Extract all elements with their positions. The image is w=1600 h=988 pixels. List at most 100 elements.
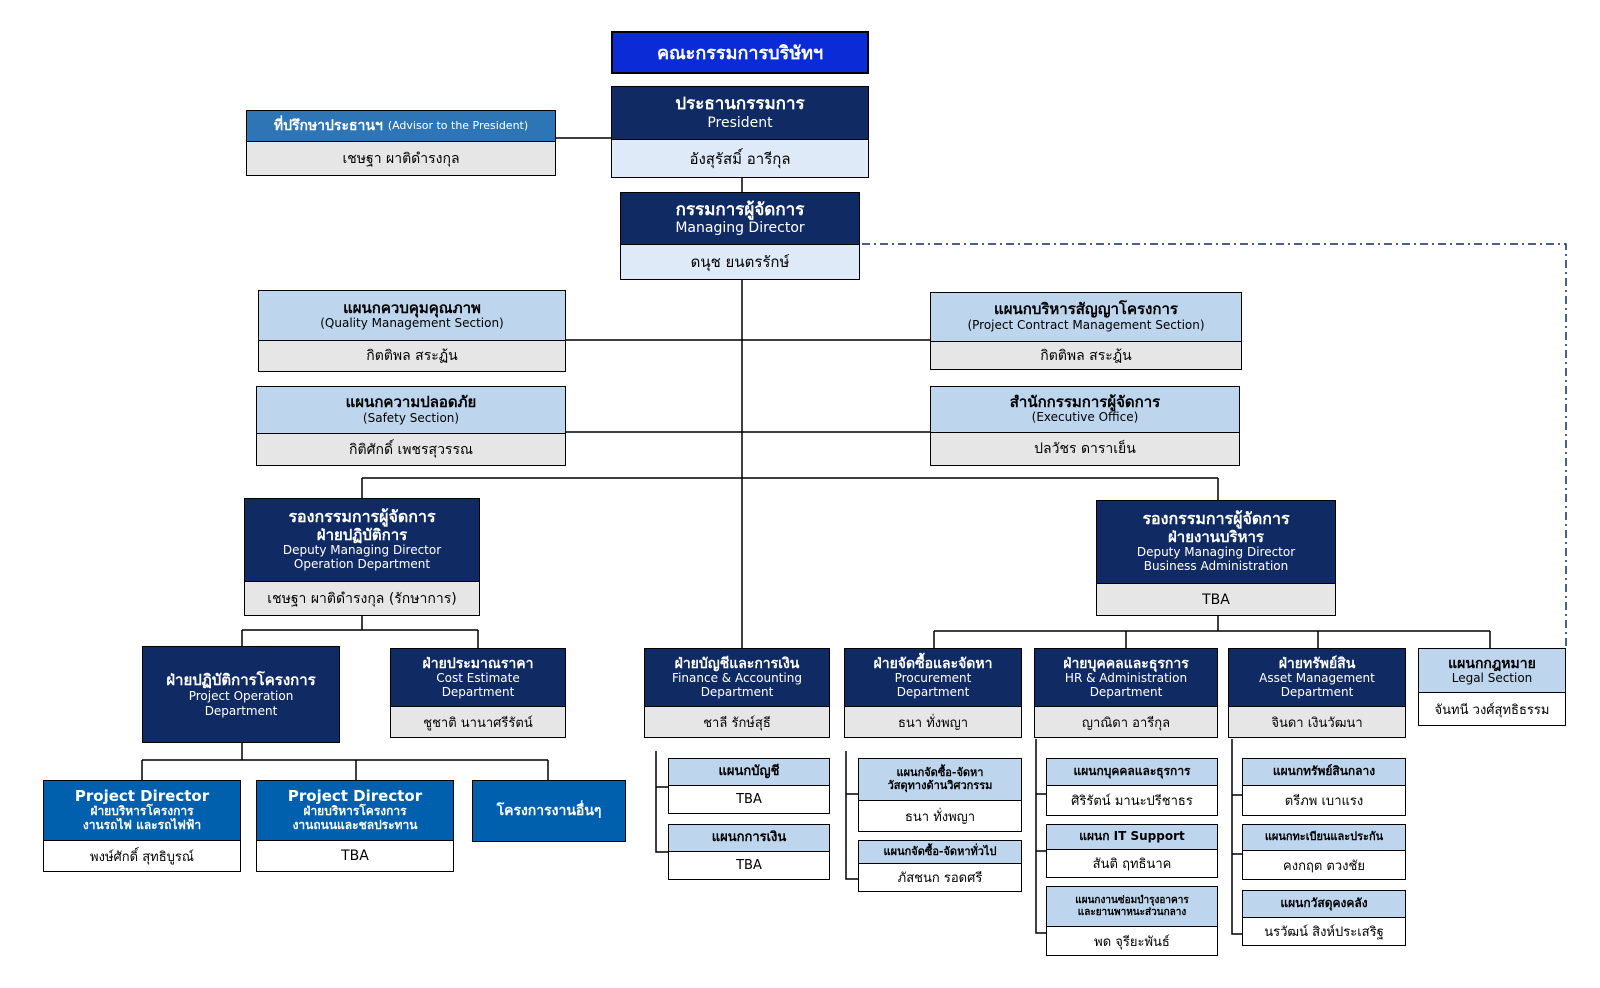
asset-sub1: Asset Management bbox=[1259, 670, 1375, 685]
hr-section-box: แผนกบุคคลและธุรการ ศิริรัตน์ มานะปรีชาธร bbox=[1046, 758, 1218, 816]
proc-gen-name: ภัสชนก รอดศรี bbox=[859, 864, 1021, 891]
maint-title1: แผนกงานซ่อมบำรุงอาคาร bbox=[1075, 895, 1189, 906]
central-asset-box: แผนกทรัพย์สินกลาง ตรีภพ เบาแรง bbox=[1242, 758, 1406, 816]
asset-c-title: แผนกทรัพย์สินกลาง bbox=[1272, 764, 1376, 779]
md-subtitle: Managing Director bbox=[675, 220, 805, 237]
procure-sub1: Procurement bbox=[894, 670, 972, 685]
dmd-ba-title2: ฝ่ายงานบริหาร bbox=[1168, 527, 1264, 546]
board-box: คณะกรรมการบริษัทฯ bbox=[611, 31, 869, 74]
pd2-sub1: ฝ่ายบริหารโครงการ bbox=[303, 804, 407, 819]
asset-c-name: ตรีภพ เบาแรง bbox=[1243, 786, 1405, 815]
dmd-ba-sub1: Deputy Managing Director bbox=[1136, 545, 1296, 560]
dmd-business-box: รองกรรมการผู้จัดการ ฝ่ายงานบริหาร Deputy… bbox=[1096, 500, 1336, 616]
executive-office-box: สำนักกรรมการผู้จัดการ (Executive Office)… bbox=[930, 386, 1240, 466]
fin-sec-name: TBA bbox=[669, 852, 829, 879]
dmd-ba-title1: รองกรรมการผู้จัดการ bbox=[1142, 509, 1290, 529]
finance-box: ฝ่ายบัญชีและการเงิน Finance & Accounting… bbox=[644, 648, 830, 738]
acct-name: TBA bbox=[669, 786, 829, 813]
hr-sub1: HR & Administration bbox=[1064, 670, 1188, 685]
board-title: คณะกรรมการบริษัทฯ bbox=[656, 43, 824, 64]
finance-title: ฝ่ายบัญชีและการเงิน bbox=[674, 655, 800, 672]
md-title: กรรมการผู้จัดการ bbox=[675, 199, 805, 220]
managing-director-box: กรรมการผู้จัดการ Managing Director ดนุช … bbox=[620, 192, 860, 280]
cost-name: ชูชาติ นานาศรีรัตน์ bbox=[391, 707, 565, 737]
contract-subtitle: (Project Contract Management Section) bbox=[967, 317, 1205, 332]
it-title: แผนก IT Support bbox=[1079, 829, 1185, 844]
hr-sec-name: ศิริรัตน์ มานะปรีชาธร bbox=[1047, 786, 1217, 815]
finance-sub2: Department bbox=[700, 684, 774, 699]
advisor-box: ที่ปรึกษาประธานฯ (Advisor to the Preside… bbox=[246, 110, 556, 176]
project-operation-box: ฝ่ายปฏิบัติการโครงการ Project Operation … bbox=[142, 646, 340, 743]
exec-name: ปลวัชร ดาราเย็น bbox=[931, 433, 1239, 465]
advisor-name: เชษฐา ผาติดำรงกุล bbox=[247, 142, 555, 175]
finance-name: ชาลี รักษ์สุธี bbox=[645, 707, 829, 737]
quality-name: กิตติพล สระฏ้น bbox=[259, 341, 565, 371]
president-name: อังสุรัสมิ์ อารีกุล bbox=[612, 140, 868, 177]
president-title: ประธานกรรมการ bbox=[675, 94, 805, 115]
legal-title: แผนกกฎหมาย bbox=[1448, 655, 1536, 672]
legal-section-box: แผนกกฎหมาย Legal Section จันทนี วงศ์สุทธ… bbox=[1418, 648, 1566, 726]
pd1-sub1: ฝ่ายบริหารโครงการ bbox=[90, 804, 194, 819]
project-director-road-box: Project Director ฝ่ายบริหารโครงการ งานถน… bbox=[256, 780, 454, 872]
project-director-rail-box: Project Director ฝ่ายบริหารโครงการ งานรถ… bbox=[43, 780, 241, 872]
other-title: โครงการงานอื่นๆ bbox=[496, 803, 602, 819]
proc-gen-title: แผนกจัดซื้อ-จัดหาทั่วไป bbox=[883, 844, 997, 858]
advisor-subtitle: (Advisor to the President) bbox=[387, 118, 529, 132]
asset-name: จินดา เงินวัฒนา bbox=[1229, 707, 1405, 737]
procure-sub2: Department bbox=[896, 684, 970, 699]
maint-title2: และยานพาหนะส่วนกลาง bbox=[1077, 906, 1187, 918]
cost-sub1: Cost Estimate bbox=[436, 670, 520, 685]
dmd-op-title2: ฝ่ายปฏิบัติการ bbox=[316, 525, 408, 544]
pd1-sub2: งานรถไฟ และรถไฟฟ้า bbox=[82, 818, 202, 833]
exec-subtitle: (Executive Office) bbox=[1031, 410, 1139, 425]
acct-title: แผนกบัญชี bbox=[718, 763, 780, 779]
hr-title: ฝ่ายบุคคลและธุรการ bbox=[1063, 655, 1189, 672]
proj-op-sub1: Project Operation bbox=[188, 689, 294, 704]
legal-subtitle: Legal Section bbox=[1451, 670, 1533, 685]
accounting-section-box: แผนกบัญชี TBA bbox=[668, 758, 830, 814]
pd1-title: Project Director bbox=[74, 787, 210, 806]
safety-title: แผนกความปลอดภัย bbox=[345, 393, 477, 412]
president-subtitle: President bbox=[707, 114, 773, 131]
other-projects-box: โครงการงานอื่นๆ bbox=[472, 780, 626, 842]
cost-title: ฝ่ายประมาณราคา bbox=[422, 655, 534, 672]
quality-title: แผนกควบคุมคุณภาพ bbox=[343, 298, 481, 317]
md-name: ดนุช ยนตรรักษ์ bbox=[621, 245, 859, 279]
contract-name: กิตติพล สระฎ้น bbox=[931, 342, 1241, 369]
proj-op-title: ฝ่ายปฏิบัติการโครงการ bbox=[166, 671, 316, 690]
dmd-ba-sub2: Business Administration bbox=[1143, 558, 1289, 573]
stock-section-box: แผนกวัสดุคงคลัง นรวัฒน์ สิงห์ประเสริฐ bbox=[1242, 890, 1406, 946]
pd2-name: TBA bbox=[257, 841, 453, 871]
safety-name: กิติศักดิ์ เพชรสุวรรณ bbox=[257, 434, 565, 465]
proc-eng-name: ธนา ทั่งพญา bbox=[859, 801, 1021, 831]
pd1-name: พงษ์ศักดิ์ สุทธิบูรณ์ bbox=[44, 841, 240, 871]
procure-title: ฝ่ายจัดซื้อและจัดหา bbox=[873, 655, 993, 672]
cost-sub2: Department bbox=[441, 684, 515, 699]
stock-title: แผนกวัสดุคงคลัง bbox=[1280, 896, 1368, 911]
procure-name: ธนา ทั่งพญา bbox=[845, 707, 1021, 737]
dmd-ba-name: TBA bbox=[1097, 584, 1335, 615]
pd2-title: Project Director bbox=[287, 787, 423, 806]
registry-title: แผนกทะเบียนและประกัน bbox=[1264, 830, 1384, 844]
registry-insurance-box: แผนกทะเบียนและประกัน คงกฤต ตวงชัย bbox=[1242, 824, 1406, 880]
quality-section-box: แผนกควบคุมคุณภาพ (Quality Management Sec… bbox=[258, 290, 566, 372]
maint-name: พด จุรียะพันธ์ bbox=[1047, 927, 1217, 955]
dmd-op-name: เชษฐา ผาติดำรงกุล (รักษาการ) bbox=[245, 582, 479, 615]
legal-name: จันทนี วงศ์สุทธิธรรม bbox=[1419, 693, 1565, 725]
finance-section-box: แผนกการเงิน TBA bbox=[668, 824, 830, 880]
general-procurement-box: แผนกจัดซื้อ-จัดหาทั่วไป ภัสชนก รอดศรี bbox=[858, 840, 1022, 892]
cost-estimate-box: ฝ่ายประมาณราคา Cost Estimate Department … bbox=[390, 648, 566, 738]
hr-sub2: Department bbox=[1089, 684, 1163, 699]
dmd-op-sub2: Operation Department bbox=[293, 556, 431, 571]
asset-sub2: Department bbox=[1280, 684, 1354, 699]
maintenance-box: แผนกงานซ่อมบำรุงอาคาร และยานพาหนะส่วนกลา… bbox=[1046, 886, 1218, 956]
dmd-op-sub1: Deputy Managing Director bbox=[282, 543, 442, 558]
contract-section-box: แผนกบริหารสัญญาโครงการ (Project Contract… bbox=[930, 292, 1242, 370]
hr-sec-title: แผนกบุคคลและธุรการ bbox=[1073, 764, 1191, 779]
registry-name: คงกฤต ตวงชัย bbox=[1243, 851, 1405, 879]
contract-title: แผนกบริหารสัญญาโครงการ bbox=[994, 300, 1178, 319]
engineering-procurement-box: แผนกจัดซื้อ-จัดหา วัสดุทางด้านวิศวกรรม ธ… bbox=[858, 758, 1022, 832]
president-box: ประธานกรรมการ President อังสุรัสมิ์ อารี… bbox=[611, 86, 869, 178]
it-support-box: แผนก IT Support สันติ ฤทธินาค bbox=[1046, 824, 1218, 878]
